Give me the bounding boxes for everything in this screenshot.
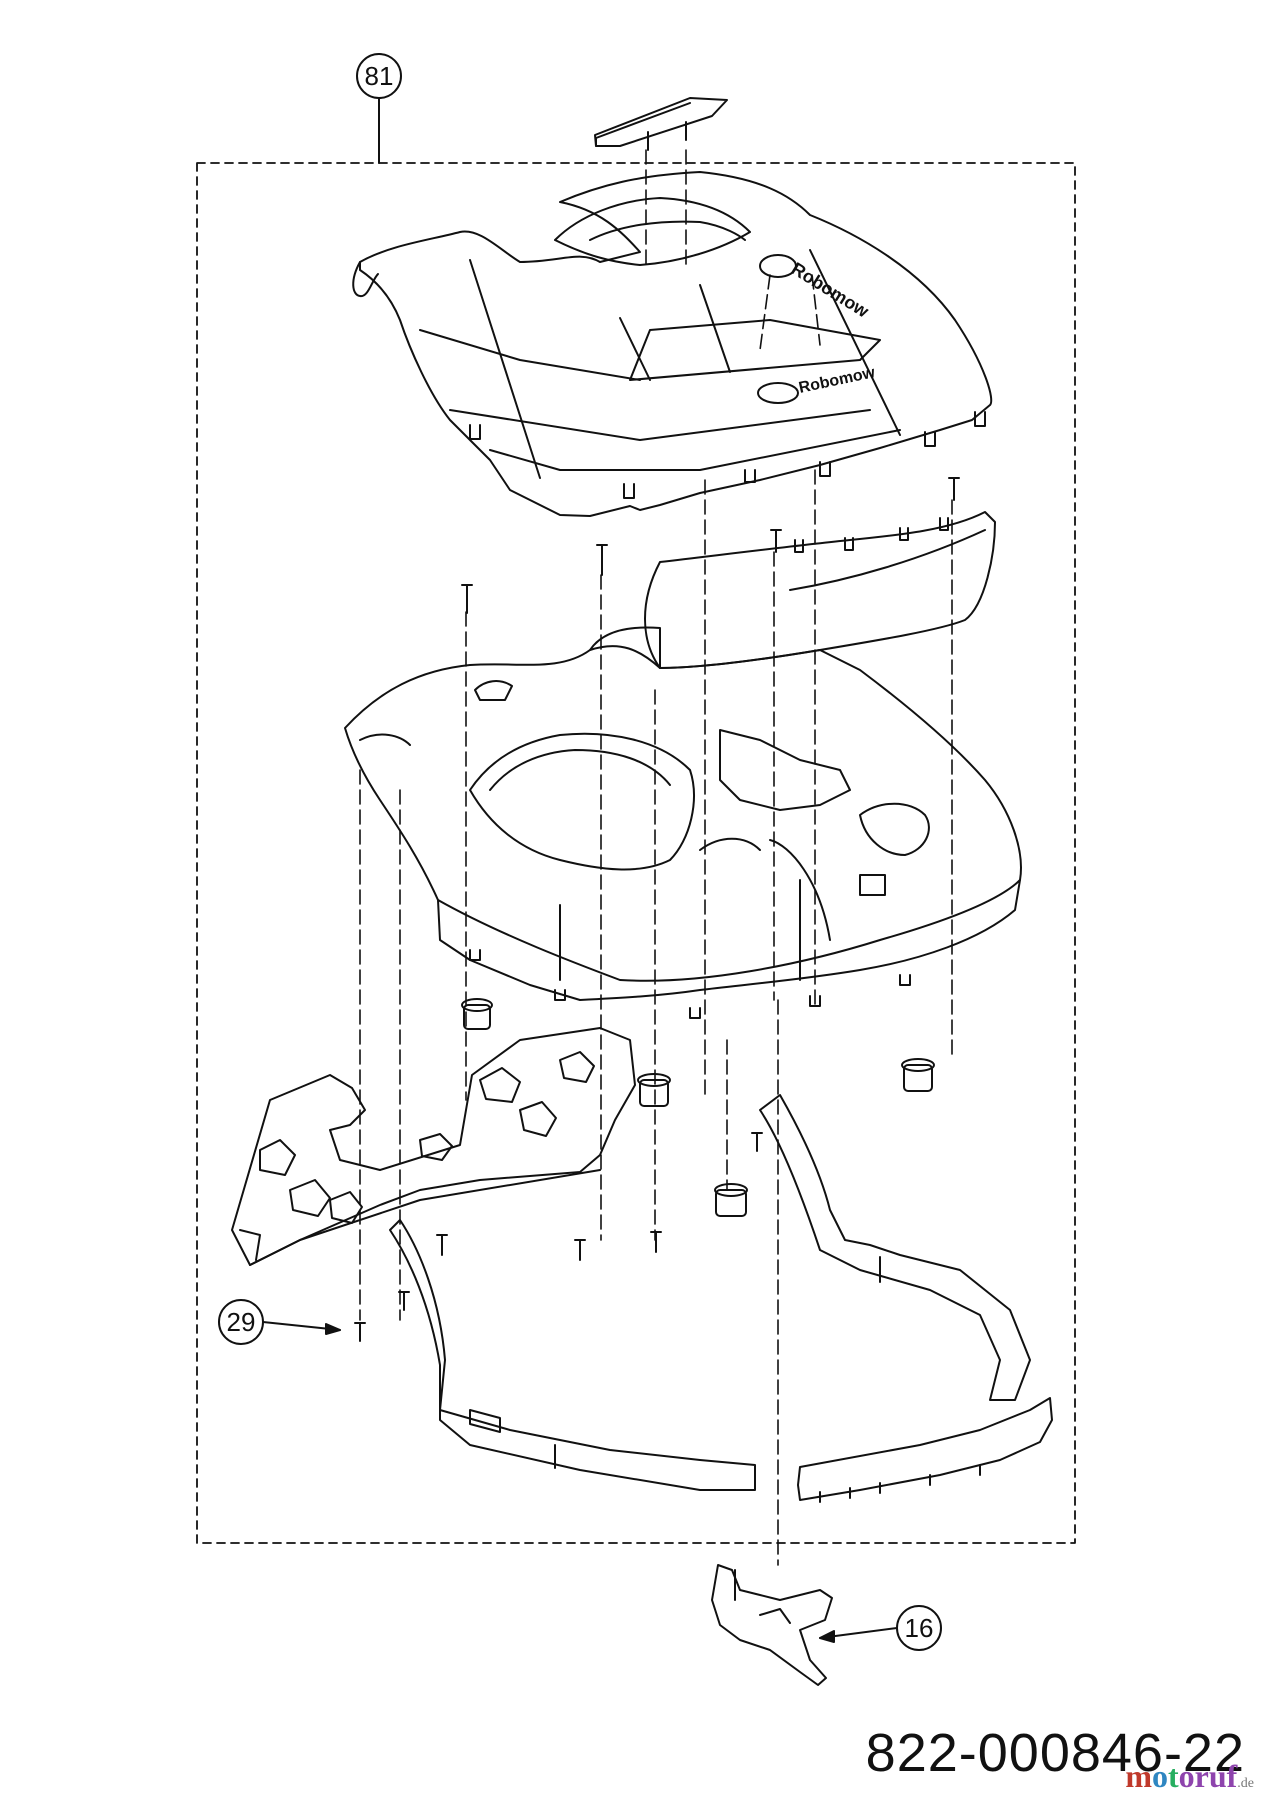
fasteners xyxy=(354,477,960,1342)
sensor-bracket xyxy=(711,1564,833,1686)
upper-hood xyxy=(352,171,993,517)
front-bumper-strip xyxy=(644,511,996,669)
callout-81-circle xyxy=(356,53,402,99)
logo-badge-middle xyxy=(757,382,799,404)
diagram-part-number: 822-000846-22 xyxy=(865,1723,1245,1783)
rubber-foot-3 xyxy=(901,1058,935,1092)
left-bumper-frame xyxy=(389,1219,756,1491)
logo-text-top: Robomow xyxy=(788,258,873,322)
callout-29-label: 29 xyxy=(227,1307,256,1337)
right-bumper-frame xyxy=(759,1094,1031,1401)
assembly-boundary xyxy=(196,162,1076,1544)
rear-inner-panel xyxy=(231,1027,636,1266)
alignment-lines xyxy=(359,149,953,1566)
logo-text-middle: Robomow xyxy=(797,364,877,397)
rubber-foot-2 xyxy=(637,1073,671,1107)
watermark-logo: motoruf.de xyxy=(1125,1758,1254,1794)
rubber-foot-4 xyxy=(714,1183,748,1217)
callout-81-label: 81 xyxy=(365,61,394,91)
rubber-foot-1 xyxy=(461,998,493,1030)
front-lower-bumper xyxy=(797,1397,1053,1503)
chassis-body xyxy=(344,626,1022,1019)
callout-16-label: 16 xyxy=(905,1613,934,1643)
top-cover-plate xyxy=(594,97,728,151)
logo-badge-top xyxy=(759,254,797,278)
